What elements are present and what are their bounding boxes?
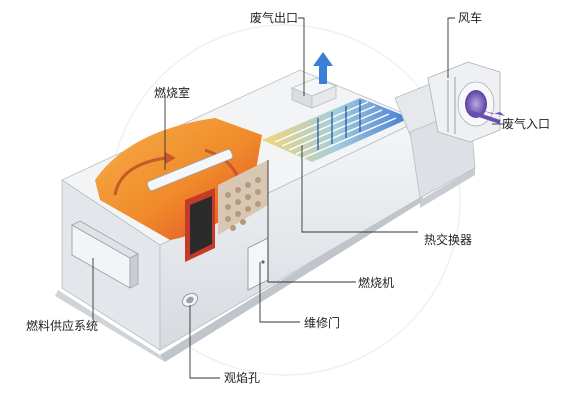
fan-housing	[427, 61, 501, 143]
fuel-supply-box	[71, 220, 139, 289]
sight-hole	[182, 292, 198, 308]
label-fan: 风车	[458, 10, 482, 25]
exhaust-up-arrow	[313, 52, 333, 84]
exhaust-inlet-arrow	[469, 108, 505, 124]
ceramic-media	[218, 160, 268, 235]
heat-exchanger	[262, 98, 410, 162]
base-rail	[55, 195, 425, 362]
label-fuel-supply-system: 燃料供应系统	[26, 318, 98, 333]
label-heat-exchanger: 热交换器	[424, 232, 472, 247]
label-burner: 燃烧机	[358, 275, 394, 290]
label-exhaust-outlet: 废气出口	[250, 10, 298, 25]
label-sight-hole: 观焰孔	[224, 370, 260, 385]
label-maintenance-door: 维修门	[304, 315, 340, 330]
label-combustion-chamber: 燃烧室	[154, 85, 190, 100]
label-exhaust-inlet: 废气入口	[502, 116, 550, 131]
leader-lines	[92, 17, 505, 379]
